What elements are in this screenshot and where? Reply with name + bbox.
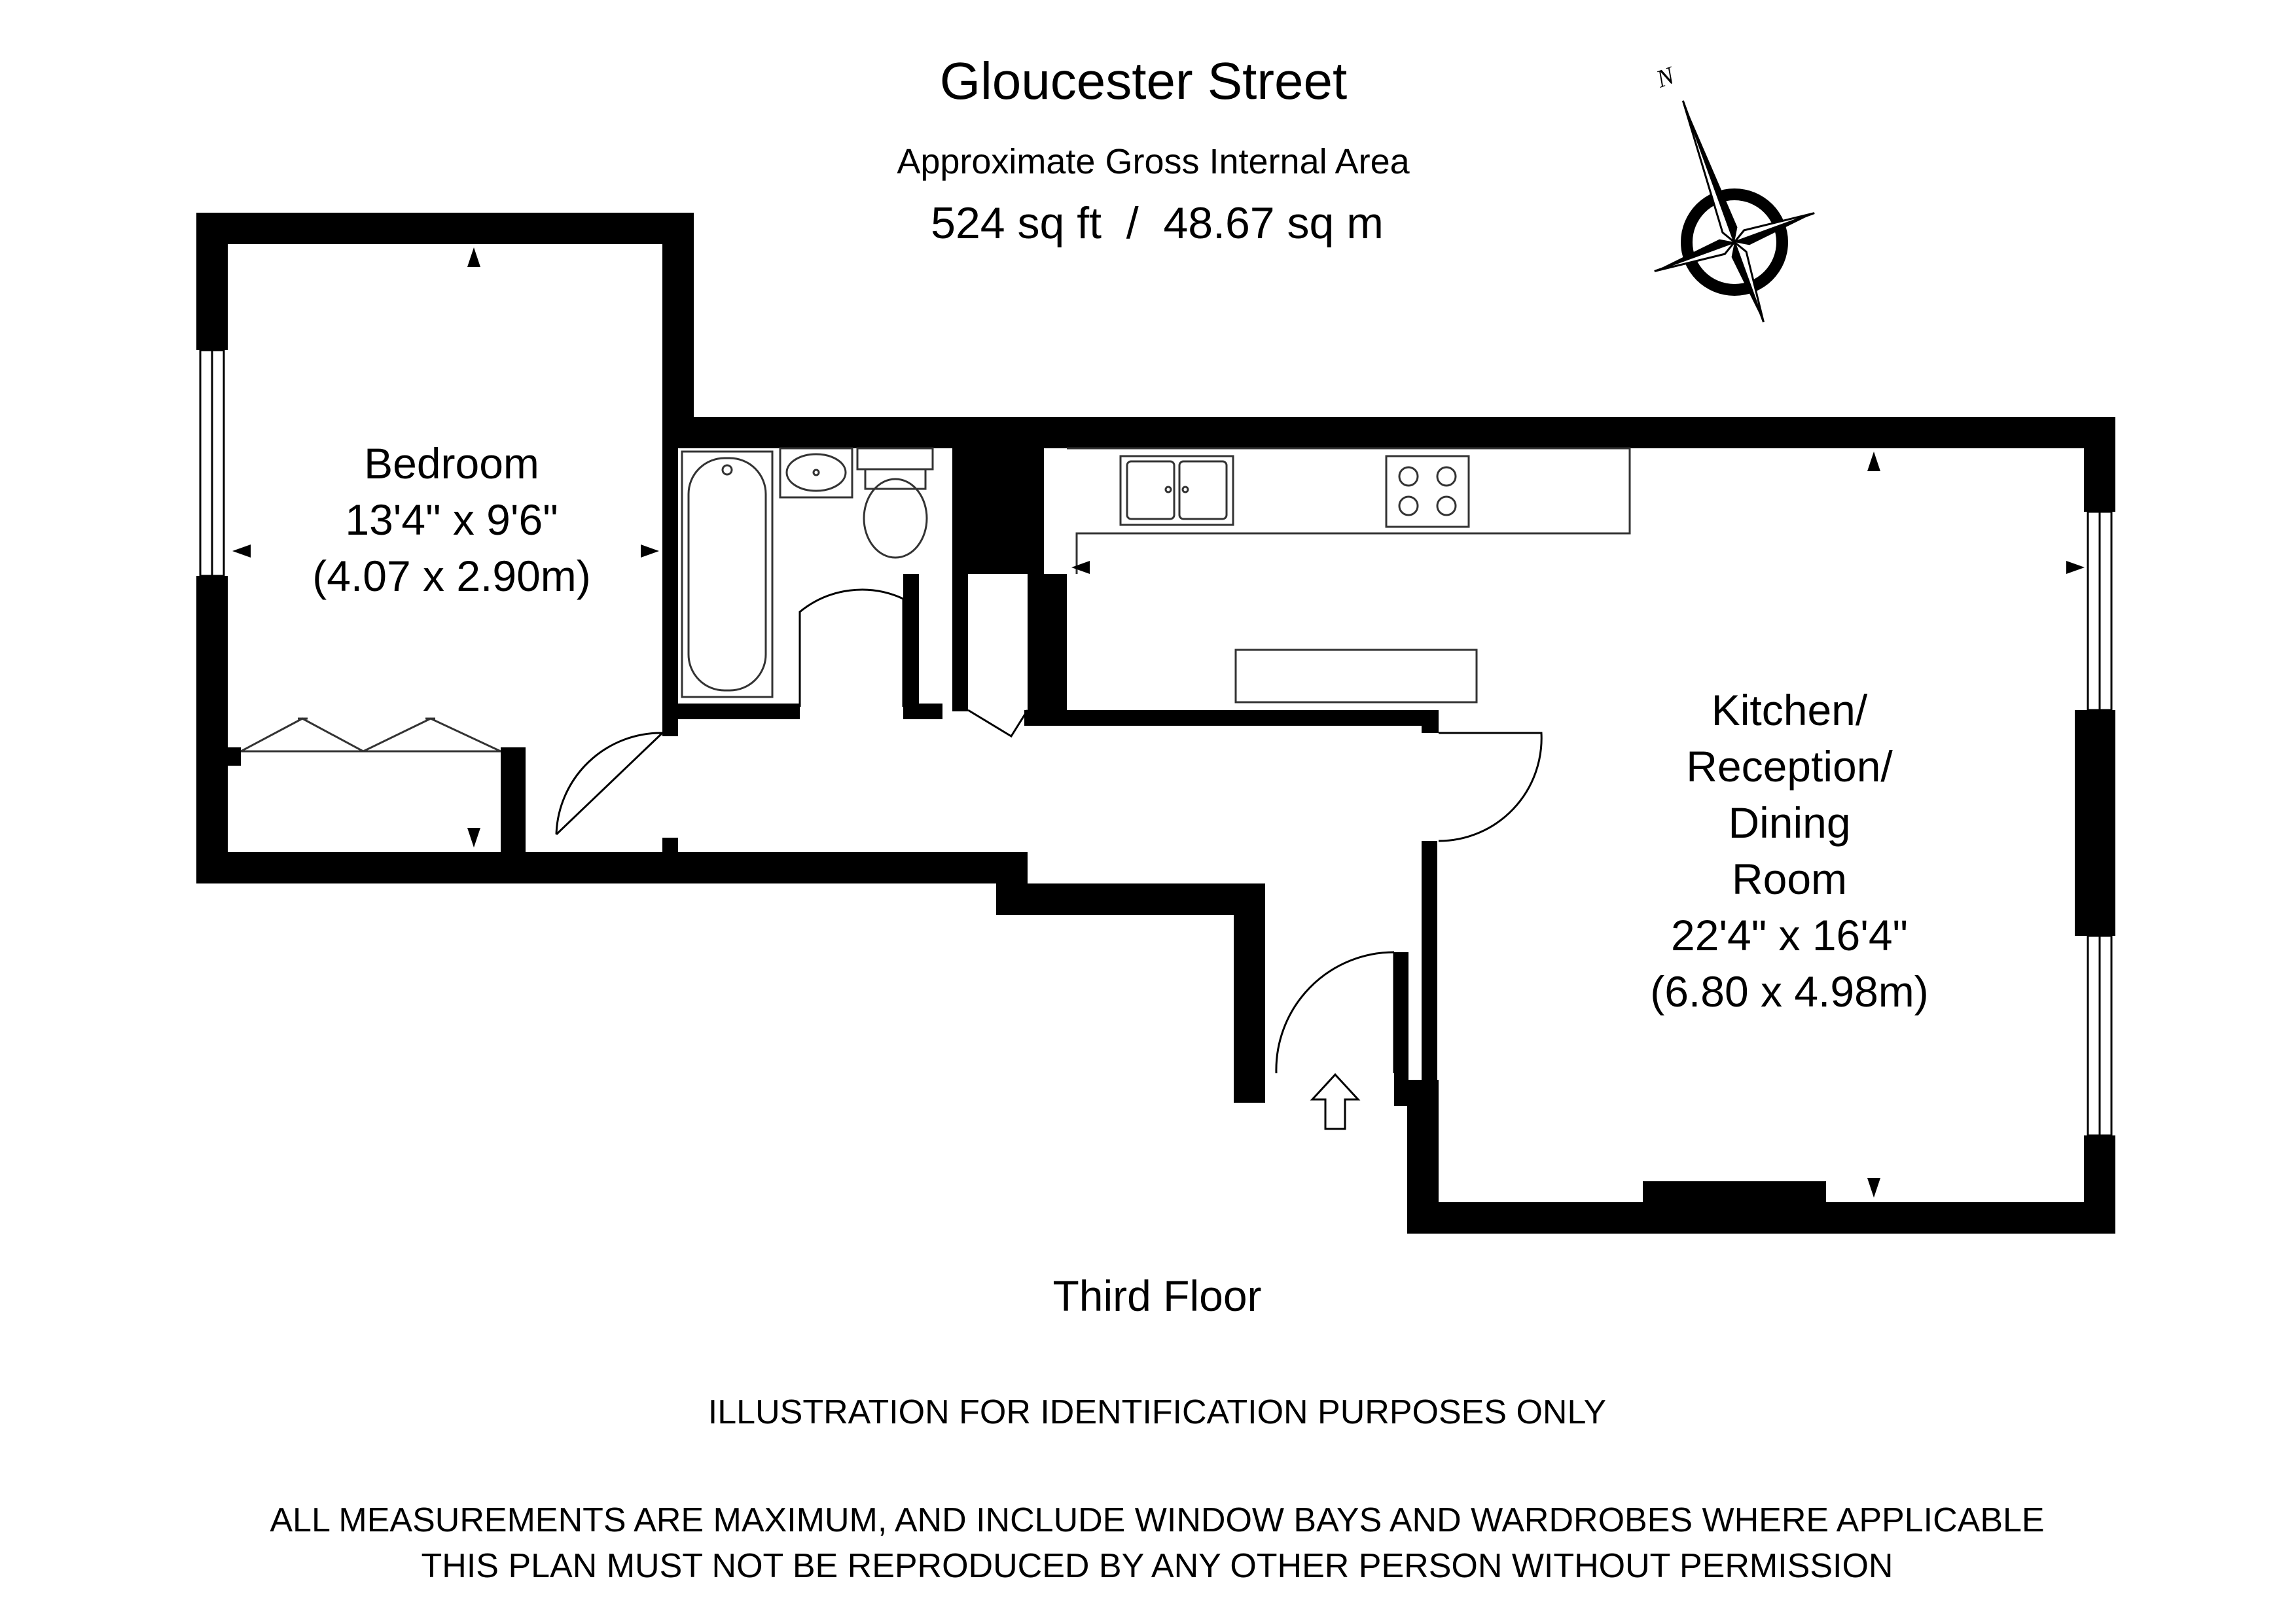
compass-north-label: N — [1652, 61, 1679, 93]
wall-kitchen-right-top — [2084, 417, 2115, 512]
room-label-kitchen: Kitchen/ Reception/ Dining Room 22'4" x … — [1650, 682, 1929, 1020]
wall-kitchen-right-mid — [2075, 710, 2115, 936]
door-bathroom — [798, 588, 905, 707]
wall-kitchen-partition — [1044, 574, 1067, 711]
basin — [779, 447, 853, 499]
kitchen-name-line2: Reception/ — [1686, 742, 1893, 791]
wall-bedroom-top — [196, 213, 694, 244]
toilet — [856, 447, 934, 559]
walls — [196, 213, 2115, 1234]
door-cupboard — [967, 709, 1029, 738]
wall-bath-bottom-right — [903, 704, 942, 719]
window-bedroom — [199, 349, 225, 577]
kitchen-name-line3: Dining — [1728, 798, 1851, 847]
wall-corridor-bottom-2 — [996, 883, 1265, 915]
wardrobe — [240, 717, 501, 753]
kitchen-name-line4: Room — [1731, 855, 1848, 903]
wall-bedroom-right-low — [662, 429, 678, 736]
window-kitchen-lower — [2087, 935, 2113, 1137]
bedroom-metric: (4.07 x 2.90m) — [312, 552, 591, 600]
wall-kitchen-left-upper — [1422, 841, 1437, 1080]
wall-wardrobe-left-nib — [228, 747, 241, 766]
bedroom-name: Bedroom — [364, 439, 539, 488]
wall-corridor-top — [1024, 710, 1439, 726]
wall-cupboard-left — [903, 574, 919, 711]
disclaimer-copyright: THIS PLAN MUST NOT BE REPRODUCED BY ANY … — [421, 1547, 1893, 1585]
kitchen-imperial: 22'4" x 16'4" — [1671, 911, 1908, 959]
compass-needle — [1654, 100, 1815, 323]
wall-entrance-left — [1234, 883, 1265, 1103]
area-label: Approximate Gross Internal Area — [897, 142, 1410, 181]
wall-kitchen-bottom — [1407, 1202, 2115, 1234]
door-bedroom — [555, 732, 664, 836]
doors — [555, 588, 1543, 1074]
door-kitchen — [1438, 732, 1543, 842]
wall-entrance-right-lower — [1394, 1080, 1422, 1106]
kitchen-name-line1: Kitchen/ — [1711, 686, 1868, 734]
window-kitchen-upper — [2087, 510, 2113, 711]
wall-cupboard-mid — [952, 574, 968, 711]
area-value: 524 sq ft / 48.67 sq m — [931, 198, 1384, 248]
wall-cupboard-block — [952, 417, 1044, 574]
wall-wardrobe-right — [501, 747, 526, 859]
disclaimer-measurements: ALL MEASUREMENTS ARE MAXIMUM, AND INCLUD… — [270, 1501, 2045, 1539]
wall-entrance-right — [1394, 952, 1408, 1080]
floor-label: Third Floor — [1052, 1272, 1262, 1320]
wall-bath-bottom-left — [662, 704, 800, 719]
kitchen-metric: (6.80 x 4.98m) — [1650, 967, 1929, 1016]
wall-kitchen-top — [1044, 417, 2115, 448]
disclaimer-identification: ILLUSTRATION FOR IDENTIFICATION PURPOSES… — [708, 1393, 1607, 1431]
wall-bedroom-right — [662, 213, 694, 429]
entrance-arrow-icon — [1310, 1073, 1361, 1130]
door-entrance — [1275, 951, 1395, 1074]
compass-rose: N — [1652, 61, 1815, 323]
hob — [1385, 455, 1470, 528]
wall-bedroom-left-lower — [196, 576, 228, 883]
kitchen-counter — [1067, 447, 1631, 574]
kitchen-island — [1234, 649, 1478, 704]
room-label-bedroom: Bedroom 13'4" x 9'6" (4.07 x 2.90m) — [312, 435, 591, 604]
wall-kitchen-bottom-bulk — [1643, 1181, 1826, 1202]
bath — [681, 450, 774, 698]
dimension-arrows — [232, 247, 2085, 1198]
windows — [199, 349, 2113, 1137]
plan-title: Gloucester Street — [939, 52, 1348, 110]
fixtures — [240, 447, 1631, 753]
wall-bedroom-bottom — [196, 852, 1028, 883]
bedroom-imperial: 13'4" x 9'6" — [345, 495, 558, 544]
